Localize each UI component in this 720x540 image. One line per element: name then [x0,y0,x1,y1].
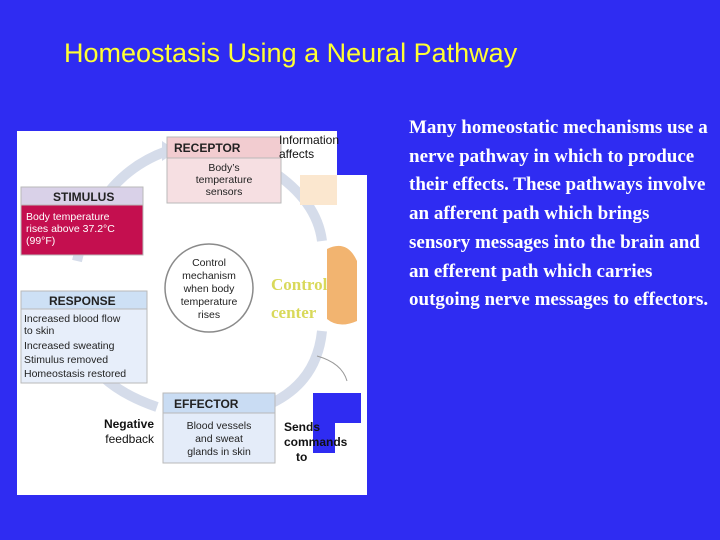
stimulus-line-1: Body temperature [26,211,110,223]
response-line-5: Homeostasis restored [24,368,126,380]
response-line-4: Stimulus removed [24,354,108,366]
slide-paragraph: Many homeostatic mechanisms use a nerve … [409,117,709,311]
panel-edge [361,175,367,495]
receptor-line-3: sensors [206,186,243,198]
stimulus-line-2: rises above 37.2°C [26,223,115,235]
slide-title: Homeostasis Using a Neural Pathway [64,38,518,68]
stimulus-title: STIMULUS [53,190,114,204]
receptor-line-1: Body’s [208,162,239,174]
control-line-3: when body [183,283,236,295]
panel-cutout-top [337,131,367,175]
sends-commands-line-2: commands [284,435,348,449]
receptor-line-2: temperature [196,174,253,186]
brain-shape [327,245,357,325]
sends-commands-line-3: to [296,450,307,464]
control-line-2: mechanism [182,270,236,282]
brain-outline [316,355,348,382]
control-line-1: Control [192,257,226,269]
receptor-title: RECEPTOR [174,141,241,155]
control-center-line-2: center [271,303,317,322]
receptor-box: RECEPTOR Body’s temperature sensors [166,136,282,204]
effector-line-3: glands in skin [187,446,251,458]
info-affects-line-2: affects [279,147,314,161]
effector-box: EFFECTOR Blood vessels and sweat glands … [162,392,276,464]
info-strip [300,175,337,205]
response-line-1: Increased blood flow [24,313,121,325]
response-line-3: Increased sweating [24,340,115,352]
stimulus-box: STIMULUS Body temperature rises above 37… [20,186,144,256]
homeostasis-diagram: RECEPTOR Body’s temperature sensors Info… [17,131,367,495]
control-mechanism: Control mechanism when body temperature … [164,243,254,333]
control-line-4: temperature [181,296,238,308]
sends-commands-line-1: Sends [284,420,320,434]
response-line-2: to skin [24,325,55,337]
response-title: RESPONSE [49,294,116,308]
negative-feedback-line-2: feedback [105,432,155,446]
negative-feedback-line-1: Negative [104,417,154,431]
effector-title: EFFECTOR [174,397,239,411]
stimulus-line-3: (99°F) [26,235,55,247]
info-affects-line-1: Information [279,133,339,147]
control-line-5: rises [198,309,220,321]
response-box: RESPONSE Increased blood flow to skin In… [20,290,148,384]
effector-line-2: and sweat [195,433,243,445]
control-center-line-1: Control [271,275,328,294]
panel-cutout-low [313,393,335,453]
effector-line-1: Blood vessels [187,420,252,432]
